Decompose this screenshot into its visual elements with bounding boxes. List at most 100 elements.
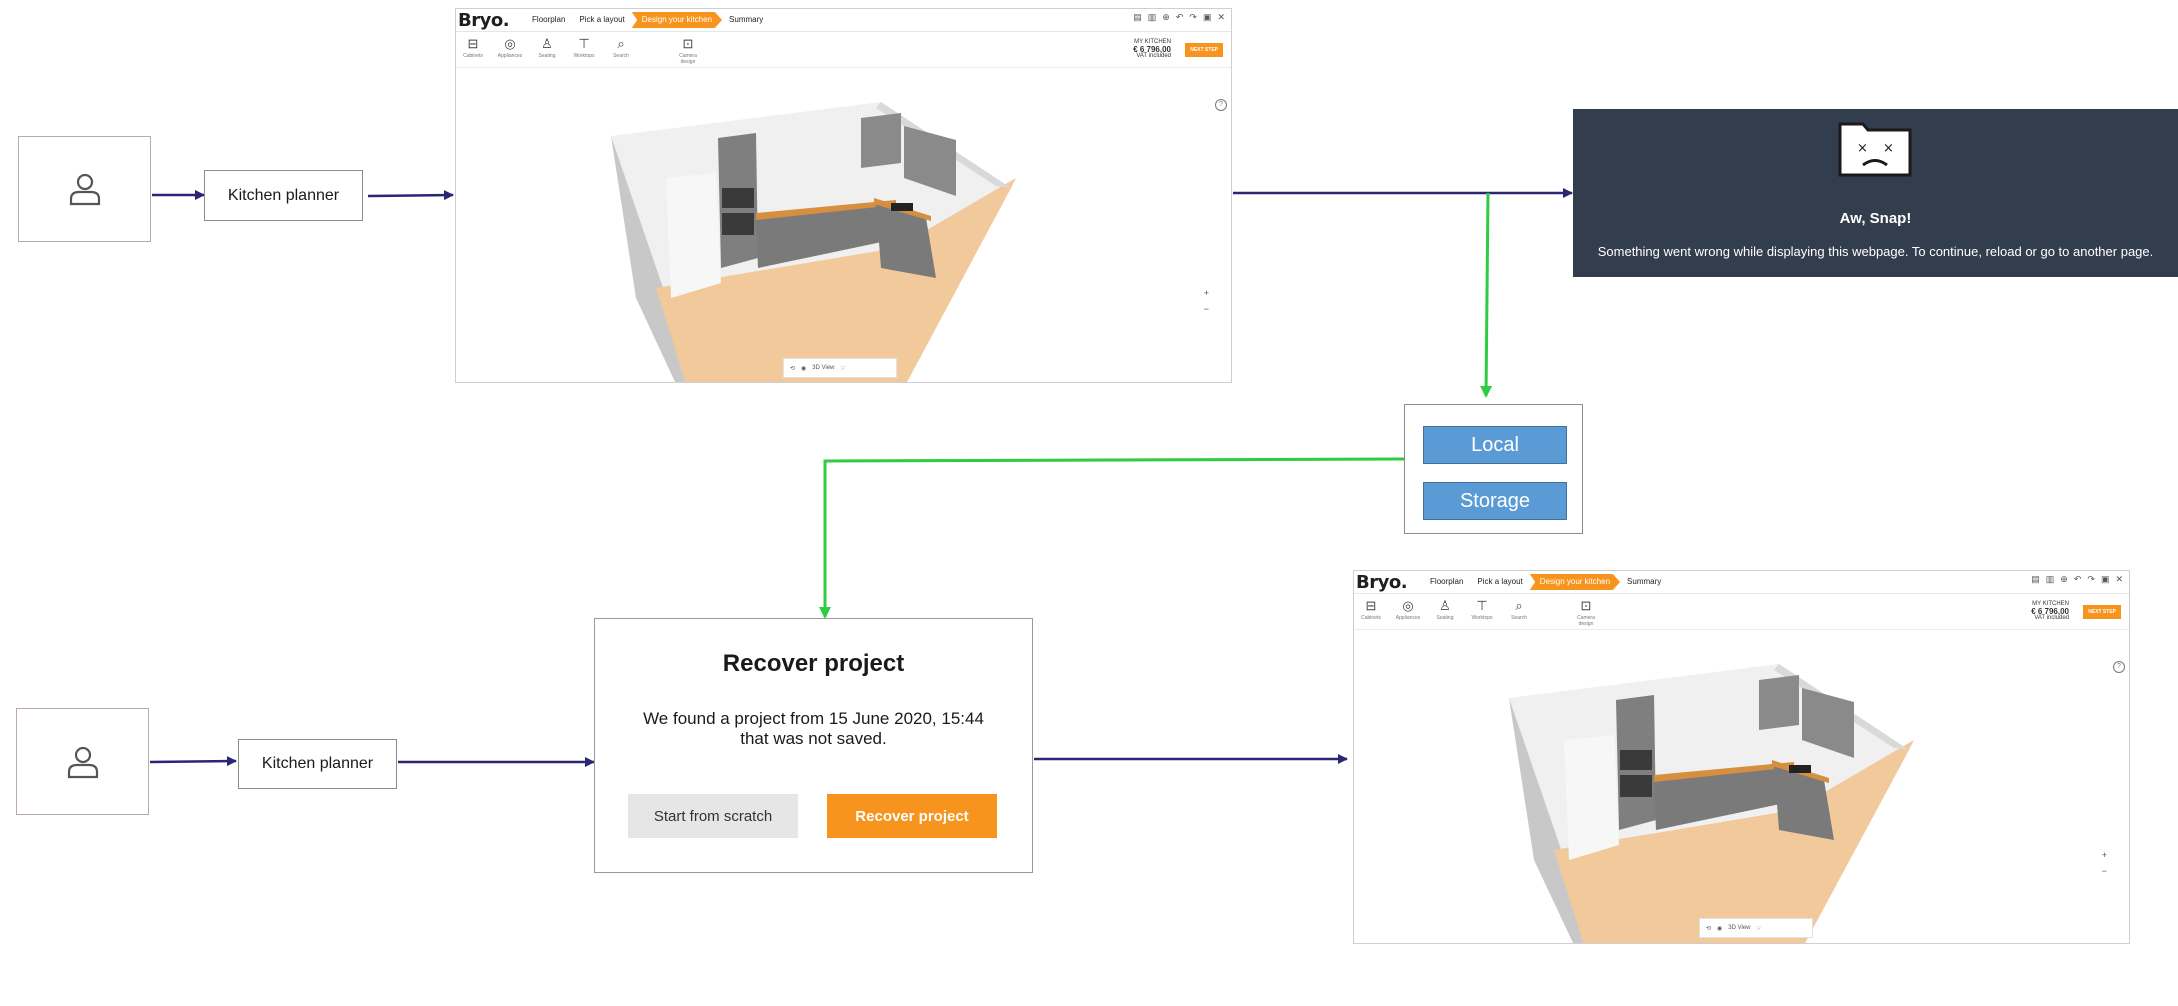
step-breadcrumb: Floorplan Pick a layout Design your kitc… xyxy=(1423,574,1668,590)
zoom-icon[interactable]: ⊕ xyxy=(2060,574,2068,584)
help-icon[interactable]: ? xyxy=(2113,661,2125,673)
app-logo: Bryo. xyxy=(458,9,510,31)
tool-search[interactable]: ⌕Search xyxy=(1511,598,1527,621)
storage-label-storage: Storage xyxy=(1423,482,1567,520)
pointer-icon[interactable]: ☞ xyxy=(1756,925,1762,932)
start-from-scratch-button[interactable]: Start from scratch xyxy=(628,794,798,838)
local-storage-box: Local Storage xyxy=(1404,404,1583,534)
undo-icon[interactable]: ↶ xyxy=(1175,12,1184,22)
tool-seating[interactable]: ♙Seating xyxy=(1436,598,1454,621)
app-topbar: Bryo. Floorplan Pick a layout Design you… xyxy=(456,9,1231,32)
orbit-icon[interactable]: ◉ xyxy=(801,365,807,372)
arrow-planner-to-app-top xyxy=(367,190,454,201)
undo-icon[interactable]: ↶ xyxy=(2073,574,2082,584)
save-icon[interactable]: ▣ xyxy=(2100,574,2110,584)
delete-icon[interactable]: ▥ xyxy=(2045,574,2055,584)
price-summary: MY KITCHEN € 6 796,00 VAT included xyxy=(1133,39,1171,60)
step-pick-layout[interactable]: Pick a layout xyxy=(1477,577,1523,586)
delete-icon[interactable]: ▥ xyxy=(1147,12,1157,22)
appliance-icon: ◎ xyxy=(504,36,516,51)
arrow-user-to-planner-bottom xyxy=(149,756,237,767)
redo-icon[interactable]: ↷ xyxy=(2087,574,2095,584)
tool-cabinets[interactable]: ⊟Cabinets xyxy=(463,36,483,59)
zoom-in-icon[interactable]: + xyxy=(1203,288,1209,298)
zoom-icon[interactable]: ⊕ xyxy=(1162,12,1170,22)
user-icon xyxy=(67,746,98,778)
storage-label-local: Local xyxy=(1423,426,1567,464)
app-toolbar: ⊟Cabinets ◎Appliances ♙Seating ⊤Worktops… xyxy=(456,31,1231,68)
step-design-kitchen[interactable]: Design your kitchen xyxy=(631,12,723,28)
dialog-message-line1: We found a project from 15 June 2020, 15… xyxy=(643,709,984,728)
view-mode-label[interactable]: 3D View xyxy=(812,365,835,371)
project-name: MY KITCHEN xyxy=(2032,601,2069,607)
tool-worktops[interactable]: ⊤Worktops xyxy=(573,36,595,59)
tool-search[interactable]: ⌕Search xyxy=(613,36,629,59)
topbar-icons: ▤ ▥ ⊕ ↶ ↷ ▣ ✕ xyxy=(2031,574,2123,585)
step-pick-layout[interactable]: Pick a layout xyxy=(579,15,625,24)
tool-cabinets[interactable]: ⊟Cabinets xyxy=(1361,598,1381,621)
next-step-button[interactable]: NEXT STEP xyxy=(1185,43,1223,57)
share-icon[interactable]: ▤ xyxy=(2031,574,2040,584)
share-icon[interactable]: ▤ xyxy=(1133,12,1142,22)
tool-seating[interactable]: ♙Seating xyxy=(538,36,556,59)
kitchen-render xyxy=(1509,664,1914,943)
search-icon: ⌕ xyxy=(617,36,625,51)
zoom-in-icon[interactable]: + xyxy=(2101,850,2107,860)
worktop-icon: ⊤ xyxy=(578,36,590,51)
step-floorplan[interactable]: Floorplan xyxy=(1430,577,1464,586)
rotate-icon[interactable]: ⟲ xyxy=(1706,925,1712,932)
step-summary[interactable]: Summary xyxy=(1627,577,1662,586)
recover-project-button[interactable]: Recover project xyxy=(827,794,997,838)
chair-icon: ♙ xyxy=(1439,598,1451,613)
close-icon[interactable]: ✕ xyxy=(1217,12,1225,22)
app-logo: Bryo. xyxy=(1356,571,1408,593)
chair-icon: ♙ xyxy=(541,36,553,51)
view-mode-label[interactable]: 3D View xyxy=(1728,925,1751,931)
step-breadcrumb: Floorplan Pick a layout Design your kitc… xyxy=(525,12,770,28)
close-icon[interactable]: ✕ xyxy=(2115,574,2123,584)
user-box-bottom xyxy=(16,708,149,815)
svg-text:×: × xyxy=(1883,141,1894,156)
search-icon: ⌕ xyxy=(1515,598,1523,613)
rotate-icon[interactable]: ⟲ xyxy=(790,365,796,372)
tool-camera[interactable]: ⊡Camera design xyxy=(679,36,697,65)
appliance-icon: ◎ xyxy=(1402,598,1414,613)
kitchen-3d-canvas[interactable]: ? + − ⟲ ◉ 3D View ☞ xyxy=(456,68,1231,382)
app-toolbar: ⊟Cabinets ◎Appliances ♙Seating ⊤Worktops… xyxy=(1354,593,2129,630)
zoom-out-icon[interactable]: − xyxy=(2101,866,2107,876)
next-step-button[interactable]: NEXT STEP xyxy=(2083,605,2121,619)
orbit-icon[interactable]: ◉ xyxy=(1717,925,1723,932)
browser-crash-page: × × Aw, Snap! Something went wrong while… xyxy=(1573,109,2178,277)
arrow-to-local-storage xyxy=(1480,192,1493,398)
crash-message: Something went wrong while displaying th… xyxy=(1597,244,2154,259)
help-icon[interactable]: ? xyxy=(1215,99,1227,111)
total-price: € 6 796,00 xyxy=(1133,45,1171,54)
tool-camera[interactable]: ⊡Camera design xyxy=(1577,598,1595,627)
pointer-icon[interactable]: ☞ xyxy=(840,365,846,372)
tool-worktops[interactable]: ⊤Worktops xyxy=(1471,598,1493,621)
kitchen-planner-app-bottom: Bryo. Floorplan Pick a layout Design you… xyxy=(1353,570,2130,944)
step-design-kitchen[interactable]: Design your kitchen xyxy=(1529,574,1621,590)
tool-appliances[interactable]: ◎Appliances xyxy=(497,36,523,59)
vat-note: VAT included xyxy=(1136,53,1171,59)
tool-appliances[interactable]: ◎Appliances xyxy=(1395,598,1421,621)
cabinet-icon: ⊟ xyxy=(467,36,479,51)
step-floorplan[interactable]: Floorplan xyxy=(532,15,566,24)
arrow-storage-to-dialog xyxy=(819,457,1405,619)
worktop-icon: ⊤ xyxy=(1476,598,1488,613)
price-summary: MY KITCHEN € 6 796,00 VAT included xyxy=(2031,601,2069,622)
zoom-out-icon[interactable]: − xyxy=(1203,304,1209,314)
kitchen-render xyxy=(611,102,1016,382)
recover-project-dialog: Recover project We found a project from … xyxy=(594,618,1033,873)
dialog-message-line2: that was not saved. xyxy=(740,729,887,748)
user-box-top xyxy=(18,136,151,242)
vat-note: VAT included xyxy=(2034,615,2069,621)
kitchen-planner-label: Kitchen planner xyxy=(261,755,374,772)
kitchen-3d-canvas[interactable]: ? + − ⟲ ◉ 3D View ☞ xyxy=(1354,630,2129,943)
view-controls: ⟲ ◉ 3D View ☞ xyxy=(783,358,897,378)
save-icon[interactable]: ▣ xyxy=(1202,12,1212,22)
step-summary[interactable]: Summary xyxy=(729,15,764,24)
redo-icon[interactable]: ↷ xyxy=(1189,12,1197,22)
camera-icon: ⊡ xyxy=(682,36,694,51)
